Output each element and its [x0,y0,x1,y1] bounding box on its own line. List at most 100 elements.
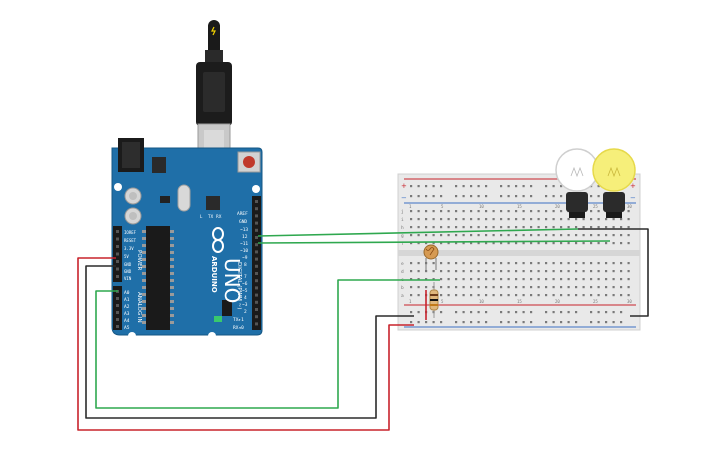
pin-label: 3.3V [124,246,134,251]
hole [620,226,623,229]
arduino-board[interactable]: ARDUINO UNO DIGITAL (PWM ~) POWER ANALOG… [111,138,263,340]
hole [470,234,473,237]
hole [605,270,608,273]
wire-black-gnd[interactable] [85,265,414,419]
hole [545,242,548,245]
hole [417,218,420,221]
hole [500,321,503,324]
col-number: 5 [441,204,444,209]
hole [575,270,578,273]
hole [485,210,488,213]
digital-label: DIGITAL (PWM ~) [236,262,242,309]
hole [410,234,413,237]
pin-label: IOREF [124,230,137,235]
hole [627,270,630,273]
hole [590,321,593,324]
hole [485,185,488,188]
hole [530,286,533,289]
hole [612,218,615,221]
row-letter: j [401,209,404,215]
hole [590,294,593,297]
hole [552,294,555,297]
hole [530,210,533,213]
col-number: 20 [555,204,560,209]
hole [440,270,443,273]
hole [410,218,413,221]
pin-label: A1 [124,297,130,303]
resistor[interactable] [429,282,439,318]
hole [515,286,518,289]
wire-green-pin12[interactable] [257,228,579,237]
hole [522,185,525,188]
col-number: 20 [555,299,560,304]
hole [462,210,465,213]
hole [432,321,435,324]
hole [455,278,458,281]
rail-plus-symbol: + [630,182,636,190]
hole [507,185,510,188]
hole [255,279,258,283]
hole [447,278,450,281]
hole [567,226,570,229]
hole [410,210,413,213]
hole [515,210,518,213]
hole [492,294,495,297]
bulb-off[interactable] [555,148,599,218]
hole [255,264,258,268]
hole [477,286,480,289]
hole [477,278,480,281]
hole [597,321,600,324]
hole [116,267,119,271]
hole [627,262,630,265]
wire-green-a0[interactable] [95,279,440,409]
hole [590,210,593,213]
hole [485,218,488,221]
hole [492,226,495,229]
bulb-on[interactable] [592,148,636,218]
hole [470,226,473,229]
usb-cable[interactable] [196,20,232,155]
hole [537,234,540,237]
photoresistor[interactable] [423,244,439,270]
pin-label: RESET [124,238,137,243]
row-letter: b [401,285,404,291]
hole [530,242,533,245]
hole [455,234,458,237]
hole [255,272,258,275]
hole [545,195,548,198]
hole [470,195,473,198]
hole [477,321,480,324]
hole [417,242,420,245]
hole [530,321,533,324]
hole [440,195,443,198]
hole [590,270,593,273]
hole [417,210,420,213]
wire-red-5v[interactable] [77,257,414,431]
hole [425,195,428,198]
hole [597,234,600,237]
hole [620,218,623,221]
hole [116,245,119,248]
hole [612,270,615,273]
hole [575,321,578,324]
hole [432,278,435,281]
wire-green-pin11[interactable] [257,240,611,244]
hole [560,278,563,281]
hole [507,262,510,265]
hole [116,230,119,233]
wire-black-right[interactable] [578,228,649,317]
digital-header [252,196,261,330]
hole [530,195,533,198]
hole [597,242,600,245]
hole [410,242,413,245]
hole [590,262,593,265]
pin-label: ~5 [242,288,248,294]
hole [485,234,488,237]
hole [477,294,480,297]
pin-label: 5V [124,254,129,259]
hole [432,210,435,213]
hole [552,321,555,324]
hole [522,294,525,297]
hole [440,242,443,245]
hole [552,242,555,245]
